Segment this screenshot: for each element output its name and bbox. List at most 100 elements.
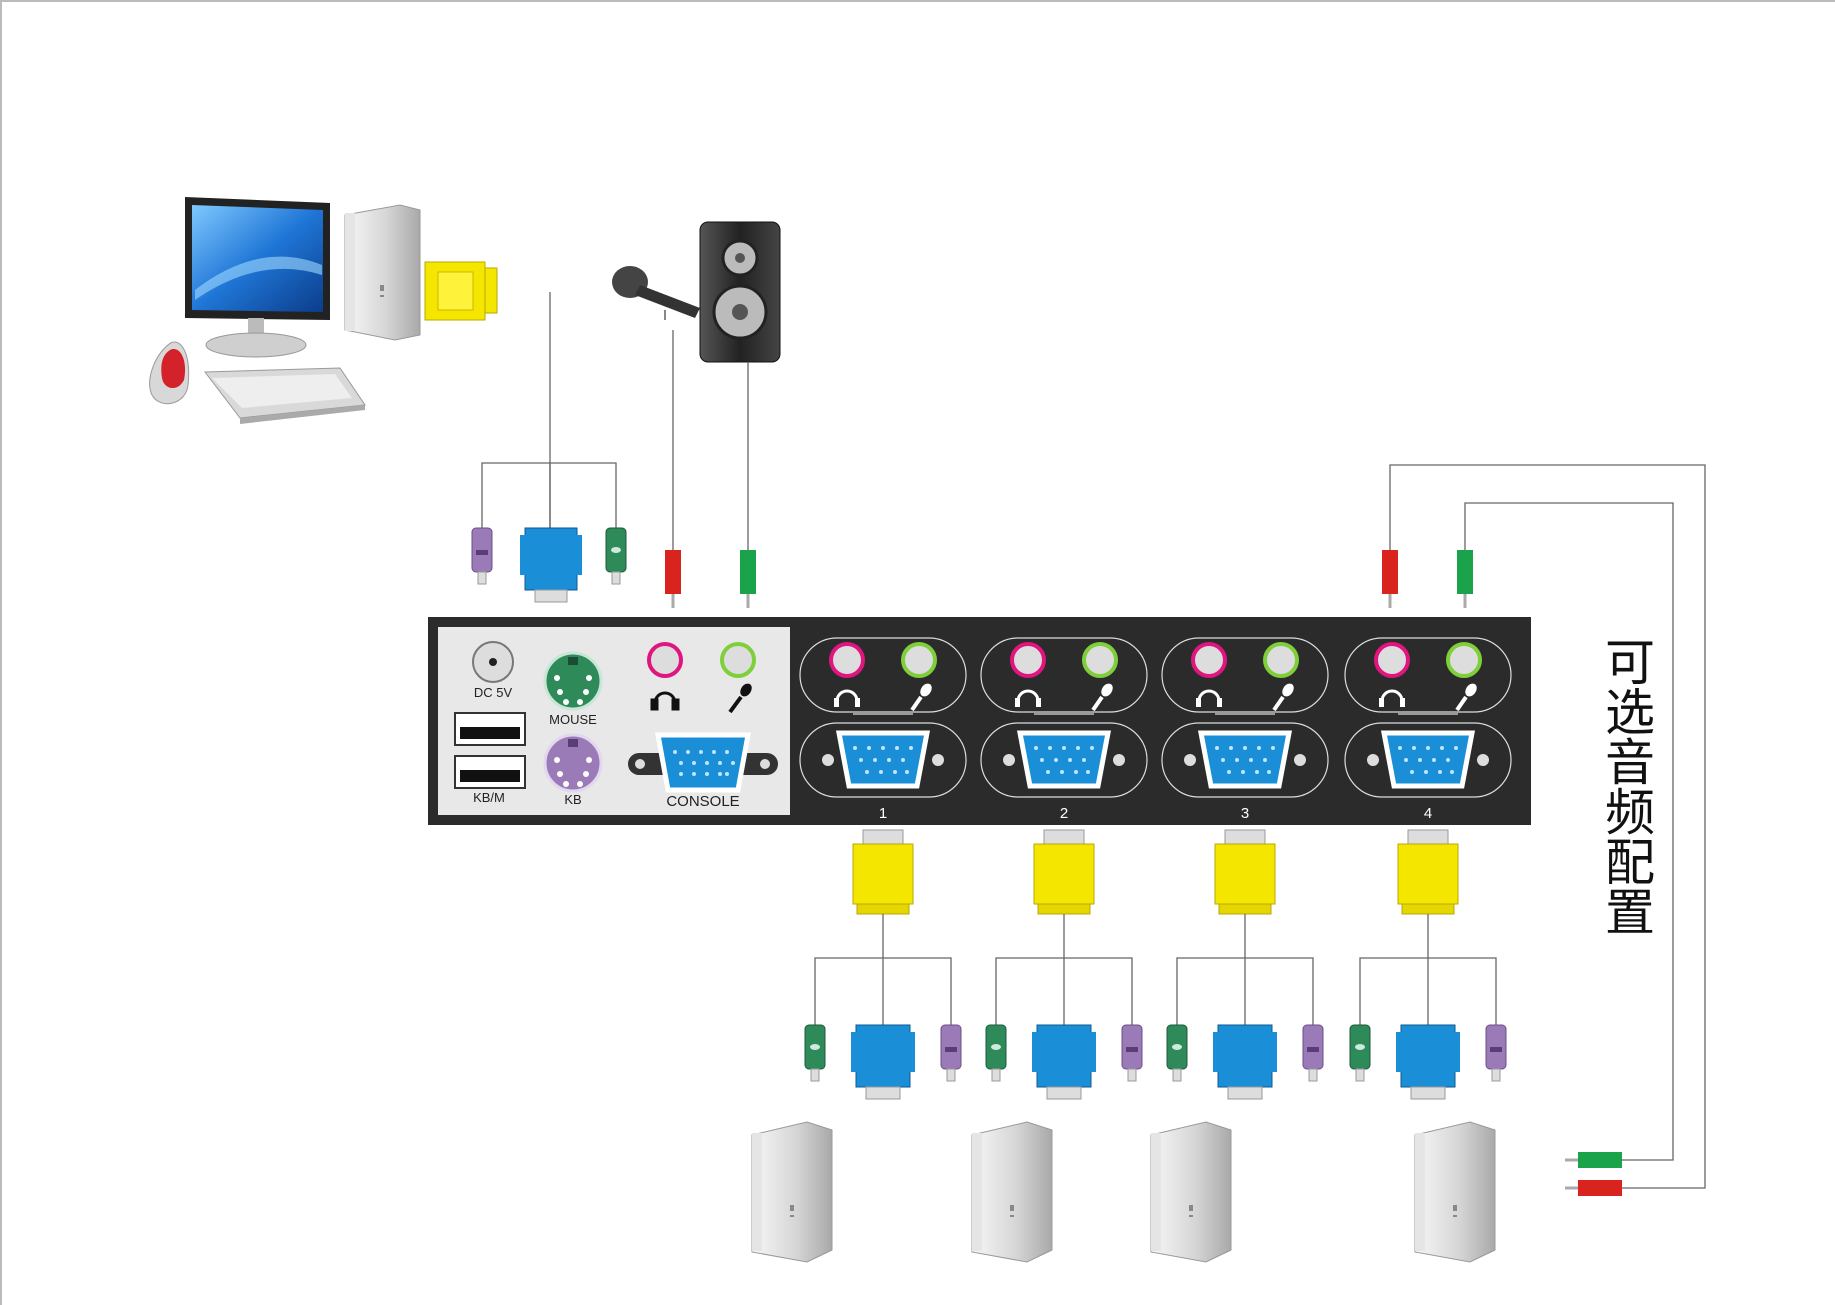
vga-screw-right [932,754,944,766]
vga-area-outline [1344,722,1512,798]
headphone-ear-right [1400,698,1405,707]
vga-blue-side-right [1088,1032,1096,1072]
vga-pin [1060,770,1064,774]
ps2-green-mark [991,1044,1001,1050]
pc-led2 [1189,1215,1193,1217]
pc-led [1010,1205,1014,1211]
vga-area-outline [799,722,967,798]
ps2-purple-mark [945,1047,957,1052]
cable-split [1176,957,1314,1025]
headphone-ear-left [1196,698,1201,707]
vga-pin [893,770,897,774]
mic-jack [1446,642,1482,678]
console-audio-green-plug [740,550,756,608]
vga-pin [905,770,909,774]
ps2-green-mark [1355,1044,1365,1050]
microphone-icon [612,266,700,320]
vga-screw-left [822,754,834,766]
vga-pin [901,758,905,762]
dc-label: DC 5V [474,685,513,700]
vga-pin [1438,770,1442,774]
microphone-jack-icon [1465,683,1477,697]
vga-pin [867,746,871,750]
headphone-ear-right [855,698,860,707]
vga-area-outline [980,722,1148,798]
computer-cables [751,829,1622,1263]
vga-pin [873,758,877,762]
vga-blue-side-right [1452,1032,1460,1072]
vga-pin [1068,758,1072,762]
mouse-label: MOUSE [549,712,597,727]
side-caption: 可选音频配置 [1605,634,1655,942]
console-ps2-purple-plug [471,527,493,585]
vga-yellow-plug [852,843,914,905]
cable-split [814,957,952,1025]
tower-pc-icon [751,1121,833,1263]
vga-screw-left [1003,754,1015,766]
vga-pin [1426,746,1430,750]
headphone-jack [1374,642,1410,678]
vga-pin [1048,746,1052,750]
console-vga-port [628,732,778,793]
vga-pin [1090,746,1094,750]
vga-pin [859,758,863,762]
audio-area-outline [1344,637,1512,713]
vga-pin [1074,770,1078,774]
vga-plug-base [1037,903,1091,915]
headphone-icon [650,691,680,711]
vga-yellow-plug [1397,843,1459,905]
port-number-label: 2 [1060,805,1068,822]
side-caption-char: 配 [1605,834,1655,892]
vga-plug-base [1218,903,1272,915]
pc-front [752,1133,762,1251]
kb-label: KB [564,792,581,807]
mic-jack [901,642,937,678]
vga-pin [887,758,891,762]
vga-plug-base [1401,903,1455,915]
vga-pin [1424,770,1428,774]
vga-pin [1446,758,1450,762]
headphone-icon [1380,689,1404,702]
mic-stem [1272,695,1285,712]
cable-group-1 [751,829,962,1263]
audio-jack-icon [647,642,756,678]
headphone-icon [1016,689,1040,702]
mic-jack [1082,642,1118,678]
vga-pin [1082,758,1086,762]
port-group-4: 4 [1344,637,1512,822]
vga-port-icon [835,730,931,789]
headphone-ear-right [1036,698,1041,707]
cable-group-4 [1349,829,1507,1263]
vga-port-icon [1197,730,1293,789]
vga-pin [1241,770,1245,774]
vga-pin [1450,770,1454,774]
side-caption-char: 置 [1605,884,1655,942]
vga-pin [1271,746,1275,750]
tower-pc-icon [1150,1121,1232,1263]
side-caption-char: 音 [1605,734,1655,792]
mic-jack [1263,642,1299,678]
audio-area-outline [1161,637,1329,713]
vga-pin [1255,770,1259,774]
headphone-icon [1197,689,1221,702]
vga-blue-side-left [1213,1032,1221,1072]
ps2-keyboard-port [543,733,603,793]
dc-power-jack [472,641,514,683]
vga-blue-tip [865,1086,901,1100]
cable-split [995,957,1133,1025]
vga-pin [1054,758,1058,762]
pc-front [1415,1133,1425,1251]
vga-pin [1086,770,1090,774]
vga-pin [1412,746,1416,750]
usb-port-icon [454,712,526,789]
side-caption-char: 频 [1605,784,1655,842]
vga-blue-side-left [1032,1032,1040,1072]
ps2-purple-tip [1308,1068,1318,1082]
vga-pin [865,770,869,774]
ps2-purple-mark [1490,1047,1502,1052]
vga-pin [1432,758,1436,762]
pc-led2 [790,1215,794,1217]
vga-pin [1221,758,1225,762]
